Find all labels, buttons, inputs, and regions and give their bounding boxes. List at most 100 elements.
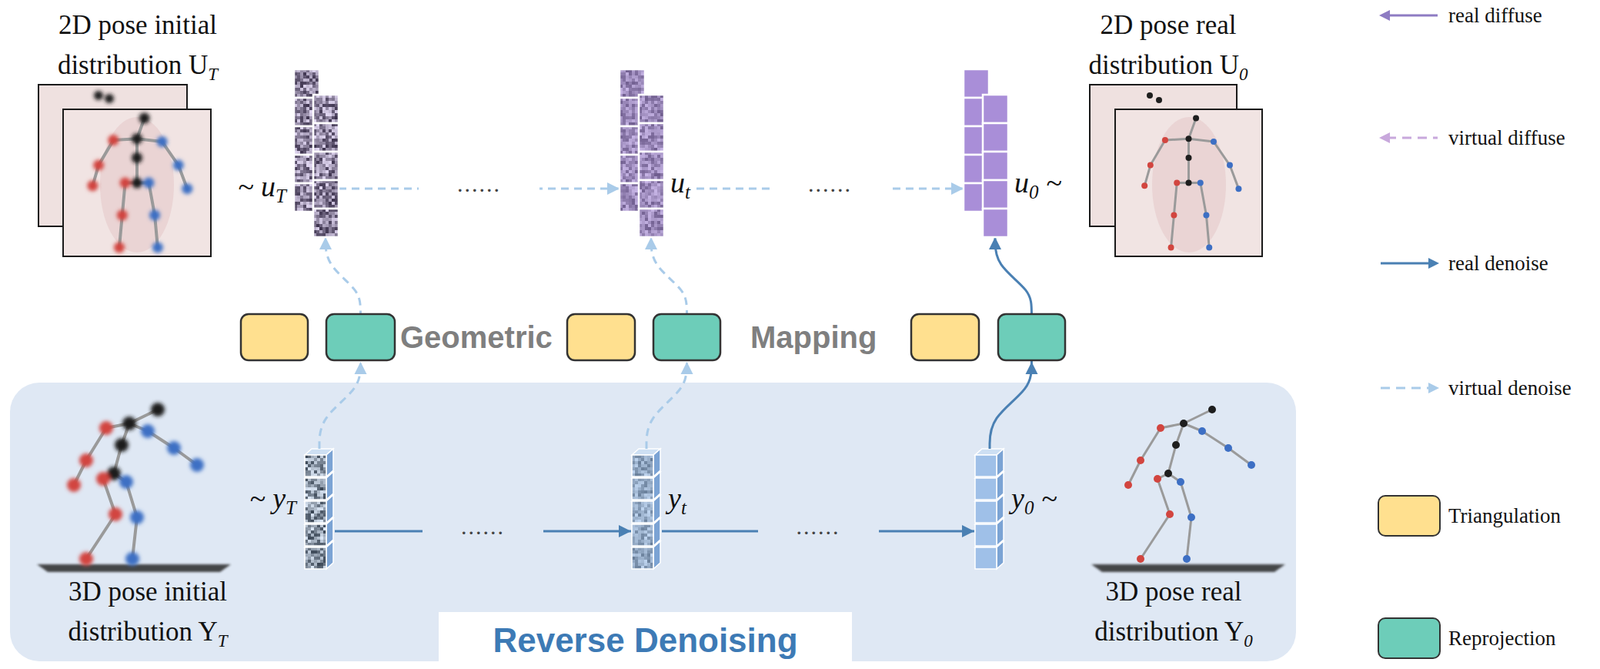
noise-cell xyxy=(654,198,658,202)
noise-cell xyxy=(651,113,655,117)
photo-frame xyxy=(63,109,211,257)
joint xyxy=(173,160,184,171)
noise-cell xyxy=(625,87,629,91)
noise-cell xyxy=(322,138,326,142)
noise-cell xyxy=(660,167,664,171)
noise-cell xyxy=(325,110,329,114)
bone xyxy=(1189,181,1201,184)
noise-cell xyxy=(300,160,304,164)
photo-skeleton xyxy=(86,90,193,254)
noise-cell xyxy=(316,113,320,117)
noise-cell xyxy=(631,116,635,120)
noise-cell xyxy=(334,195,338,199)
noise-cell xyxy=(297,141,301,145)
noise-cell xyxy=(322,126,326,130)
joint xyxy=(1235,185,1242,192)
noise-cell xyxy=(631,150,635,154)
noise-cell xyxy=(644,227,649,231)
noise-cell xyxy=(660,126,664,130)
noise-cell xyxy=(297,192,301,196)
noise-cell xyxy=(322,233,326,237)
joint xyxy=(1197,180,1204,187)
noise-cell xyxy=(322,110,326,114)
noise-cell xyxy=(634,173,638,177)
noise-cell xyxy=(651,214,655,218)
bone xyxy=(1144,165,1151,187)
noise-cell xyxy=(622,163,626,168)
noise-cell xyxy=(309,198,313,202)
noise-cell xyxy=(306,160,310,164)
noise-cell xyxy=(654,167,658,171)
noise-cell xyxy=(306,179,310,183)
noise-cell xyxy=(303,113,307,117)
noise-cell xyxy=(328,204,332,208)
noise-cell xyxy=(297,198,301,202)
noise-group xyxy=(619,97,645,127)
noise-cell xyxy=(297,132,301,136)
noise-group xyxy=(638,123,665,152)
noise-cell xyxy=(316,192,320,196)
noise-cell xyxy=(297,90,301,94)
noise-cell xyxy=(657,110,661,114)
noise-cell xyxy=(634,167,638,171)
joint xyxy=(1185,154,1193,161)
noise-cell xyxy=(319,100,323,104)
noise-cell xyxy=(328,189,332,193)
noise-cell xyxy=(322,113,326,117)
noise-cell xyxy=(319,147,323,151)
noise-cell xyxy=(631,173,635,177)
noise-cell xyxy=(631,78,635,82)
joint xyxy=(143,177,154,189)
noise-cell xyxy=(622,170,626,174)
noise-cell xyxy=(634,138,638,142)
noise-cell xyxy=(316,173,320,177)
noise-cell xyxy=(625,141,629,145)
noise-cell xyxy=(331,160,335,164)
noise-cell xyxy=(319,195,323,199)
noise-cell xyxy=(331,189,335,193)
noise-cell xyxy=(648,198,652,202)
noise-cell xyxy=(297,167,301,171)
noise-cell xyxy=(322,186,326,190)
noise-cell xyxy=(641,192,645,196)
noise-cell xyxy=(309,110,313,114)
noise-cell xyxy=(651,173,655,177)
noise-cell xyxy=(328,147,332,151)
noise-cell xyxy=(641,167,645,171)
noise-cell xyxy=(628,144,632,148)
noise-cell xyxy=(628,141,632,145)
noise-cell xyxy=(651,176,655,180)
noise-group xyxy=(293,69,320,98)
noise-cell xyxy=(651,186,655,190)
noise-cell xyxy=(628,110,632,114)
noise-cell xyxy=(634,78,638,82)
vector-cell xyxy=(638,123,665,152)
noise-cell xyxy=(328,103,332,107)
noise-cell xyxy=(651,144,655,148)
noise-cell xyxy=(648,201,652,205)
noise-cell xyxy=(331,217,335,221)
noise-cell xyxy=(648,135,652,139)
noise-cell xyxy=(300,204,304,208)
noise-cell xyxy=(654,119,658,123)
noise-cell xyxy=(319,198,323,202)
noise-cell xyxy=(634,189,638,193)
noise-cell xyxy=(628,160,632,164)
bone xyxy=(1171,215,1175,248)
noise-cell xyxy=(654,186,658,190)
noise-cell xyxy=(622,201,626,205)
noise-cell xyxy=(316,135,320,139)
noise-cell xyxy=(657,167,661,171)
noise-cell xyxy=(328,129,332,133)
noise-cell xyxy=(660,204,664,208)
noise-cell xyxy=(306,176,310,180)
noise-cell xyxy=(325,160,329,164)
noise-cell xyxy=(325,220,329,224)
noise-cell xyxy=(322,214,326,218)
noise-cell xyxy=(325,163,329,168)
noise-cell xyxy=(328,230,332,234)
noise-cell xyxy=(648,230,652,234)
noise-cell xyxy=(297,176,301,180)
cell-outline xyxy=(313,94,339,124)
cell-outline xyxy=(638,180,665,209)
